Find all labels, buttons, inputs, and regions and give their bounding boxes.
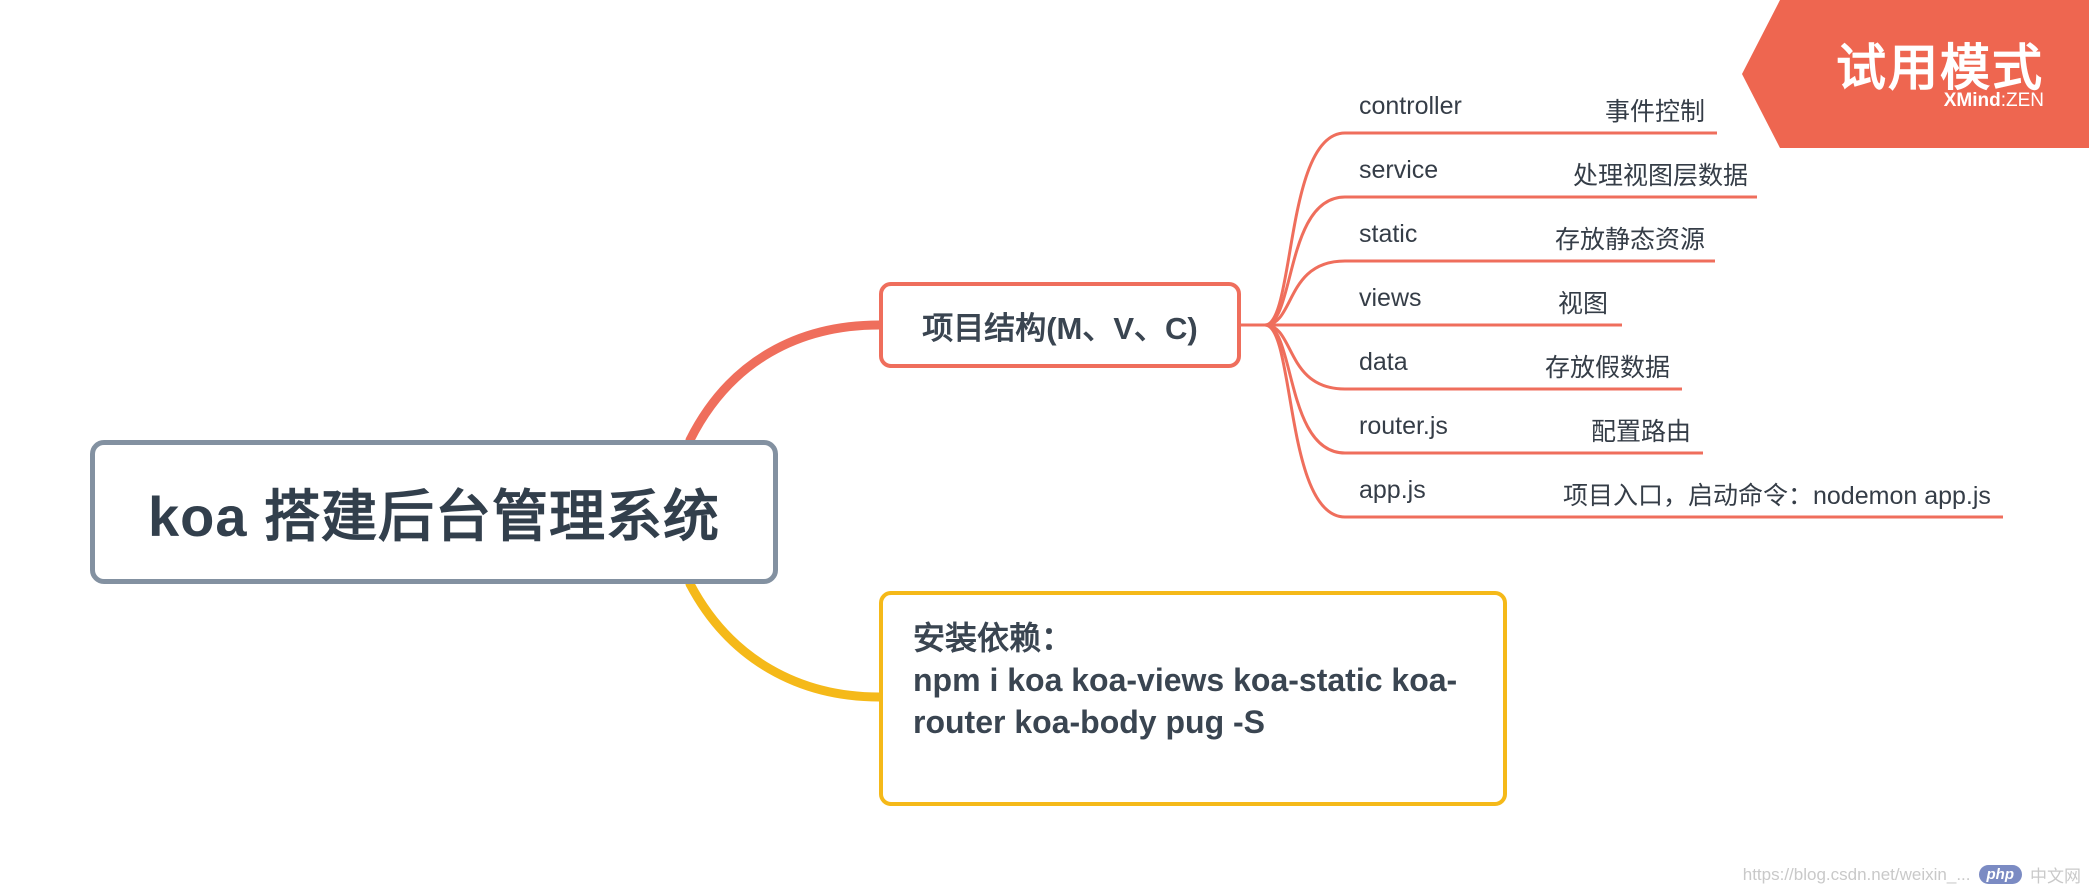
brand-name: XMind: [1943, 90, 2001, 111]
watermark-site: 中文网: [2030, 867, 2081, 886]
watermark-url: https://blog.csdn.net/weixin_...: [1742, 864, 1971, 884]
subtopic-label[interactable]: service: [1359, 156, 1439, 184]
leaf-branch-line: [1241, 323, 2003, 519]
subtopic-label[interactable]: router.js: [1359, 412, 1448, 440]
connector-root-structure: [685, 320, 884, 445]
root-topic-title: koa 搭建后台管理系统: [147, 484, 721, 548]
root-topic[interactable]: koa 搭建后台管理系统: [90, 440, 778, 584]
connector-root-install: [685, 579, 884, 702]
badge-title: 试用模式: [1836, 40, 2044, 96]
subtopic-label[interactable]: controller: [1359, 92, 1462, 120]
subtopic-description[interactable]: 存放静态资源: [1555, 226, 1706, 254]
subtopic-label[interactable]: static: [1359, 220, 1418, 248]
project-structure-title: 项目结构(M、V、C): [922, 310, 1198, 346]
brand-edition: :ZEN: [2000, 90, 2044, 111]
badge-shape: [1742, 0, 2089, 148]
subtopic-description[interactable]: 项目入口，启动命令：nodemon app.js: [1563, 482, 1991, 510]
install-heading: 安装依赖：: [913, 620, 1074, 656]
subtopic-label[interactable]: app.js: [1359, 476, 1426, 504]
trial-mode-badge[interactable]: 试用模式 XMind:ZEN: [1742, 0, 2089, 148]
install-command-line-2: router koa-body pug -S: [913, 704, 1265, 740]
subtopic-label[interactable]: data: [1359, 348, 1408, 376]
subtopic-description[interactable]: 存放假数据: [1545, 354, 1671, 382]
php-logo-icon: php: [1978, 865, 2022, 884]
leaf-branches: [1241, 131, 2003, 519]
xmind-zen-logo: XMind:ZEN: [1944, 90, 2044, 112]
topic-install-dependencies[interactable]: 安装依赖： npm i koa koa-views koa-static koa…: [879, 591, 1507, 806]
install-command-line-1: npm i koa koa-views koa-static koa-: [913, 662, 1458, 698]
subtopic-description[interactable]: 配置路由: [1591, 418, 1692, 446]
watermark: https://blog.csdn.net/weixin_... php 中文网: [1743, 862, 2081, 887]
subtopic-description[interactable]: 视图: [1558, 290, 1609, 318]
leaf-branch-line: [1241, 259, 1715, 327]
subtopic-label[interactable]: views: [1359, 284, 1422, 312]
subtopic-description[interactable]: 处理视图层数据: [1573, 162, 1749, 190]
topic-project-structure[interactable]: 项目结构(M、V、C): [879, 282, 1241, 368]
subtopic-description[interactable]: 事件控制: [1605, 98, 1706, 126]
